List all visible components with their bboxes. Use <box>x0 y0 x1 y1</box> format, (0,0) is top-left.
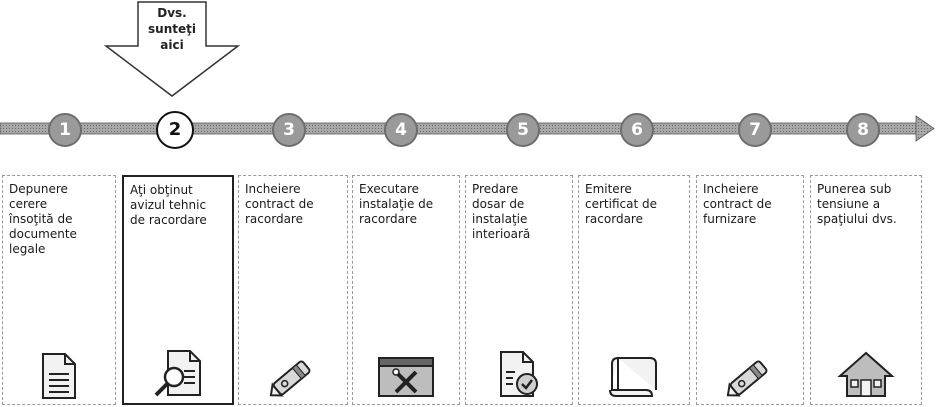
step-circle-5: 5 <box>506 113 540 147</box>
step-circle-3: 3 <box>272 113 306 147</box>
pen-icon <box>239 352 347 400</box>
step-card-3: Incheiere contract de racordare <box>238 175 348 405</box>
step-card-1: Depunere cerere însoţită de documente le… <box>2 175 116 405</box>
step-card-4: Executare instalaţie de racordare <box>352 175 460 405</box>
certificate-scroll-icon <box>579 354 689 400</box>
step-card-8: Punerea sub tensiune a spaţiului dvs. <box>810 175 922 405</box>
document-icon <box>3 352 115 400</box>
you-are-here-label: Dvs. sunteţi aici <box>148 6 196 52</box>
document-search-icon <box>124 349 232 399</box>
track-line <box>0 115 935 142</box>
step-circle-1: 1 <box>48 113 82 147</box>
step-label: Aţi obţinut avizul tehnic de racordare <box>130 183 207 227</box>
pen-icon <box>697 352 803 400</box>
step-circle-2-current: 2 <box>156 111 194 149</box>
step-card-2-current: Aţi obţinut avizul tehnic de racordare <box>122 175 234 405</box>
step-label: Executare instalaţie de racordare <box>359 182 434 226</box>
document-check-icon <box>466 350 572 400</box>
step-circle-4: 4 <box>384 113 418 147</box>
step-circle-8: 8 <box>846 113 880 147</box>
step-circle-7: 7 <box>738 113 772 147</box>
step-card-7: Incheiere contract de furnizare <box>696 175 804 405</box>
step-label: Incheiere contract de racordare <box>245 182 314 226</box>
step-label: Punerea sub tensiune a spaţiului dvs. <box>817 182 897 226</box>
step-label: Depunere cerere însoţită de documente le… <box>9 182 77 256</box>
step-label: Predare dosar de instalaţie interioară <box>472 182 531 241</box>
tools-window-icon <box>353 354 459 400</box>
progress-track: 1 2 3 4 5 6 7 8 <box>0 110 936 150</box>
step-label: Incheiere contract de furnizare <box>703 182 772 226</box>
you-are-here-arrow: Dvs. sunteţi aici <box>102 0 242 98</box>
step-card-6: Emitere certificat de racordare <box>578 175 690 405</box>
step-label: Emitere certificat de racordare <box>585 182 657 226</box>
step-card-5: Predare dosar de instalaţie interioară <box>465 175 573 405</box>
step-circle-6: 6 <box>620 113 654 147</box>
house-icon <box>811 350 921 400</box>
